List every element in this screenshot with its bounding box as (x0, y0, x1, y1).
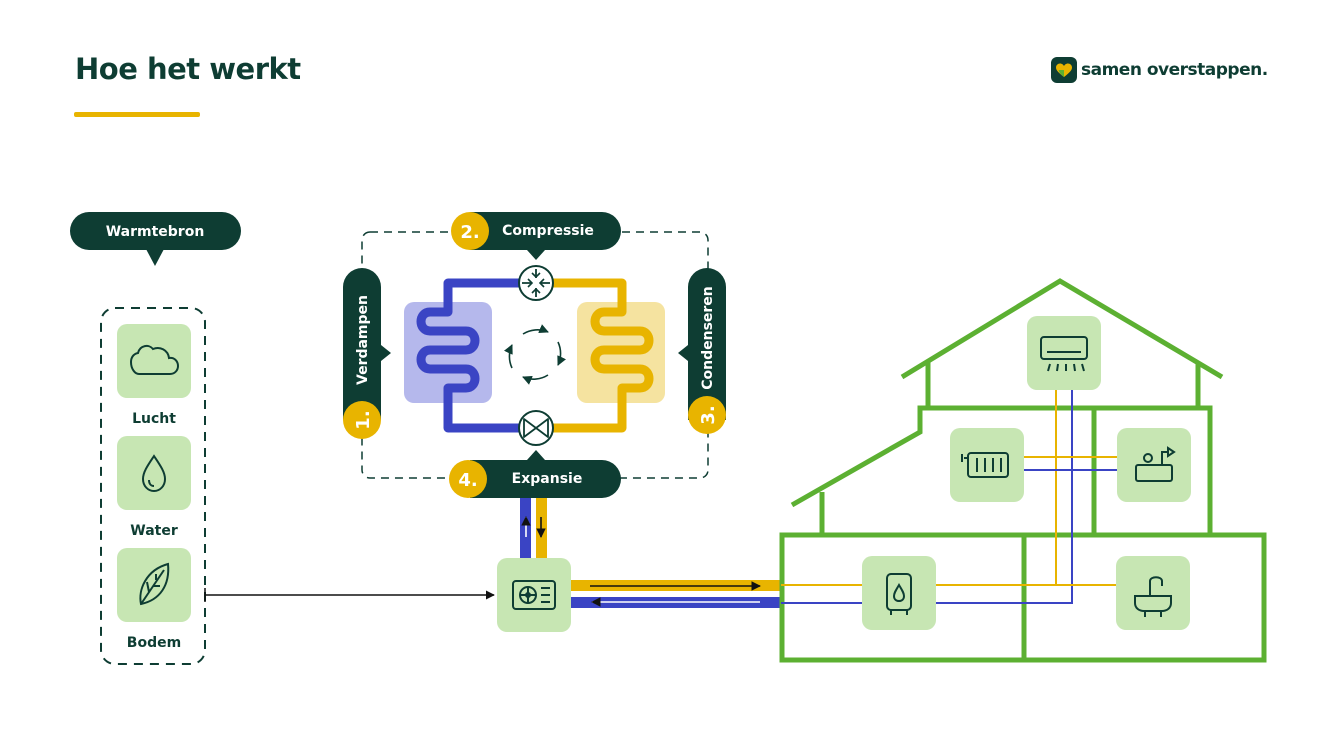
step-number-1: 1. (353, 410, 374, 429)
step-number-2: 2. (460, 222, 479, 243)
sink (1116, 556, 1190, 630)
heat-pump-unit-icon (512, 580, 556, 610)
heat-source-bodem: Bodem (117, 548, 191, 651)
condenser-pipe (536, 278, 654, 433)
boiler (862, 556, 936, 630)
heat-source-label-water: Water (130, 523, 178, 539)
logo-heart-icon (1051, 57, 1077, 83)
title-underline (74, 112, 200, 117)
water-drop-icon (141, 454, 167, 493)
heat-pump-unit (497, 558, 571, 632)
leaf-icon (139, 562, 170, 606)
radiator (950, 428, 1024, 502)
step-compressie: 2. Compressie (451, 212, 621, 260)
page-title: Hoe het werkt (75, 52, 301, 86)
heat-source-group (100, 307, 206, 665)
logo: samen overstappen. (1051, 57, 1268, 83)
heat-source-label-bodem: Bodem (127, 635, 181, 651)
heat-source-lucht: Lucht (117, 324, 191, 427)
air-conditioner (1027, 316, 1101, 390)
step-condenseren: 3. Condenseren (678, 268, 726, 434)
boiler-icon (886, 573, 912, 615)
step-label-compressie: Compressie (502, 223, 594, 239)
heat-source-callout: Warmtebron (70, 212, 241, 266)
step-number-3: 3. (698, 405, 719, 424)
cycle-rotation-icon (503, 324, 567, 385)
step-verdampen: 1. Verdampen (343, 268, 391, 439)
bath-shower (1117, 428, 1191, 502)
shower-bath-icon (1135, 446, 1176, 482)
step-label-expansie: Expansie (512, 471, 583, 487)
house-outline (779, 278, 1267, 663)
heat-source-label: Warmtebron (106, 224, 205, 240)
expansion-valve-icon (518, 410, 554, 446)
cloud-icon (129, 344, 180, 375)
compressor-icon (518, 265, 554, 301)
heat-source-label-lucht: Lucht (132, 411, 176, 427)
step-label-verdampen: Verdampen (355, 295, 371, 385)
step-number-4: 4. (458, 470, 477, 491)
house-pipes (781, 390, 1120, 604)
sink-faucet-icon (1134, 576, 1172, 617)
radiator-icon (961, 452, 1009, 478)
logo-text: samen overstappen. (1081, 60, 1268, 80)
step-label-condenseren: Condenseren (700, 286, 716, 390)
air-conditioner-icon (1040, 336, 1088, 372)
step-expansie: 4. Expansie (449, 450, 621, 498)
heat-source-water: Water (117, 436, 191, 539)
evaporator-pipe (416, 278, 536, 433)
